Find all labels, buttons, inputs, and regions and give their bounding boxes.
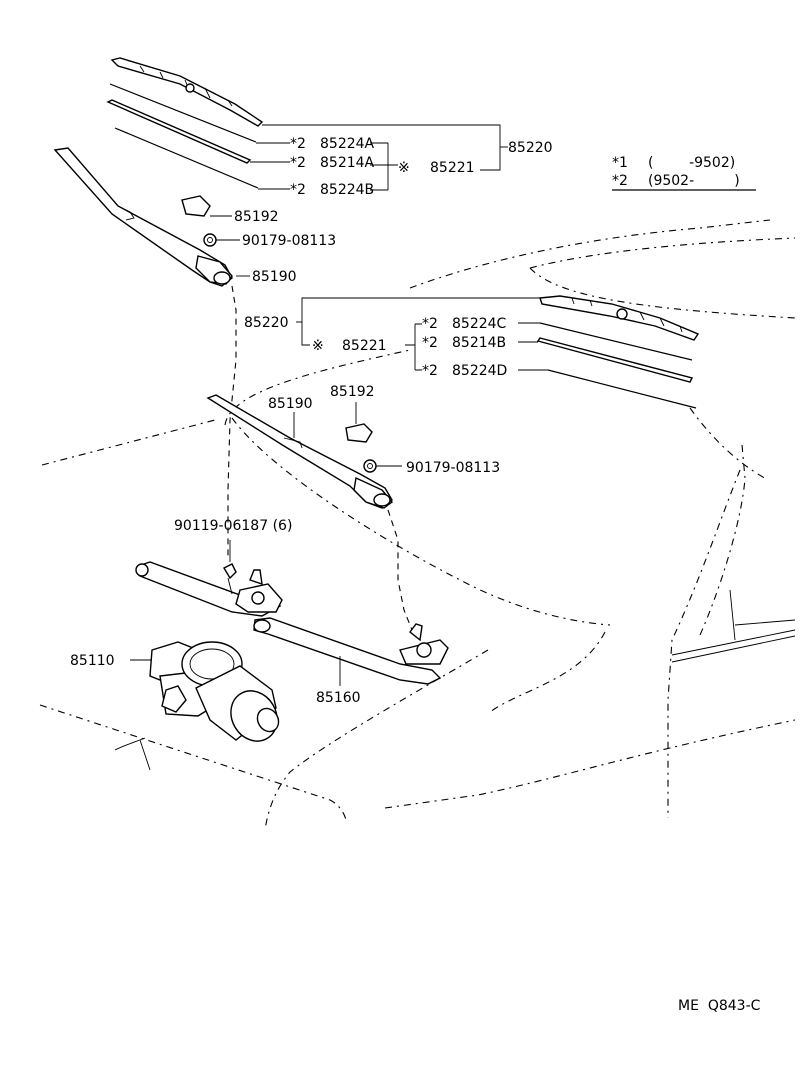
label-85224b: 85224B bbox=[320, 182, 374, 198]
label-star2-c: *2 bbox=[290, 182, 306, 198]
label-85190-mid: 85190 bbox=[268, 396, 313, 412]
label-kome-mid: ※ bbox=[312, 338, 324, 354]
top-blade-group bbox=[106, 57, 508, 191]
label-85224d: 85224D bbox=[452, 363, 507, 379]
legend-row1-range: ( -9502) bbox=[648, 155, 735, 171]
label-85214a: 85214A bbox=[320, 155, 375, 171]
mid-wiper-arm bbox=[206, 394, 413, 631]
label-85192-mid: 85192 bbox=[330, 384, 375, 400]
label-85220-top: 85220 bbox=[508, 140, 553, 156]
label-bolt: 90119-06187 (6) bbox=[174, 518, 292, 534]
label-star2-b: *2 bbox=[290, 155, 306, 171]
diagram-code: ME Q843-C bbox=[678, 998, 761, 1014]
label-star2-e: *2 bbox=[422, 335, 438, 351]
label-85110: 85110 bbox=[70, 653, 115, 669]
label-85192-top: 85192 bbox=[234, 209, 279, 225]
label-85220-mid: 85220 bbox=[244, 315, 289, 331]
label-90179-top: 90179-08113 bbox=[242, 233, 336, 249]
label-85190-top: 85190 bbox=[252, 269, 297, 285]
label-star2-d: *2 bbox=[422, 316, 438, 332]
label-85221-mid: 85221 bbox=[342, 338, 387, 354]
mid-blade-group bbox=[296, 295, 700, 409]
top-wiper-arm bbox=[53, 147, 250, 560]
label-85224a: 85224A bbox=[320, 136, 375, 152]
legend-row1-mark: *1 bbox=[612, 155, 628, 171]
label-star2-a: *2 bbox=[290, 136, 306, 152]
label-90179-mid: 90179-08113 bbox=[406, 460, 500, 476]
legend-row2-mark: *2 bbox=[612, 173, 628, 189]
wiper-motor bbox=[130, 641, 280, 742]
label-star2-f: *2 bbox=[422, 363, 438, 379]
labels: *2 85224A *2 85214A *2 85224B ※ 85221 85… bbox=[70, 136, 553, 706]
wiper-linkage bbox=[135, 540, 449, 686]
label-85221-top: 85221 bbox=[430, 160, 475, 176]
car-body-outline bbox=[39, 219, 796, 831]
label-85224c: 85224C bbox=[452, 316, 507, 332]
label-85214b: 85214B bbox=[452, 335, 506, 351]
legend: *1 ( -9502) *2 (9502- ) bbox=[612, 155, 756, 191]
legend-row2-range: (9502- ) bbox=[648, 173, 740, 189]
label-85160: 85160 bbox=[316, 690, 361, 706]
label-kome-top: ※ bbox=[398, 160, 410, 176]
